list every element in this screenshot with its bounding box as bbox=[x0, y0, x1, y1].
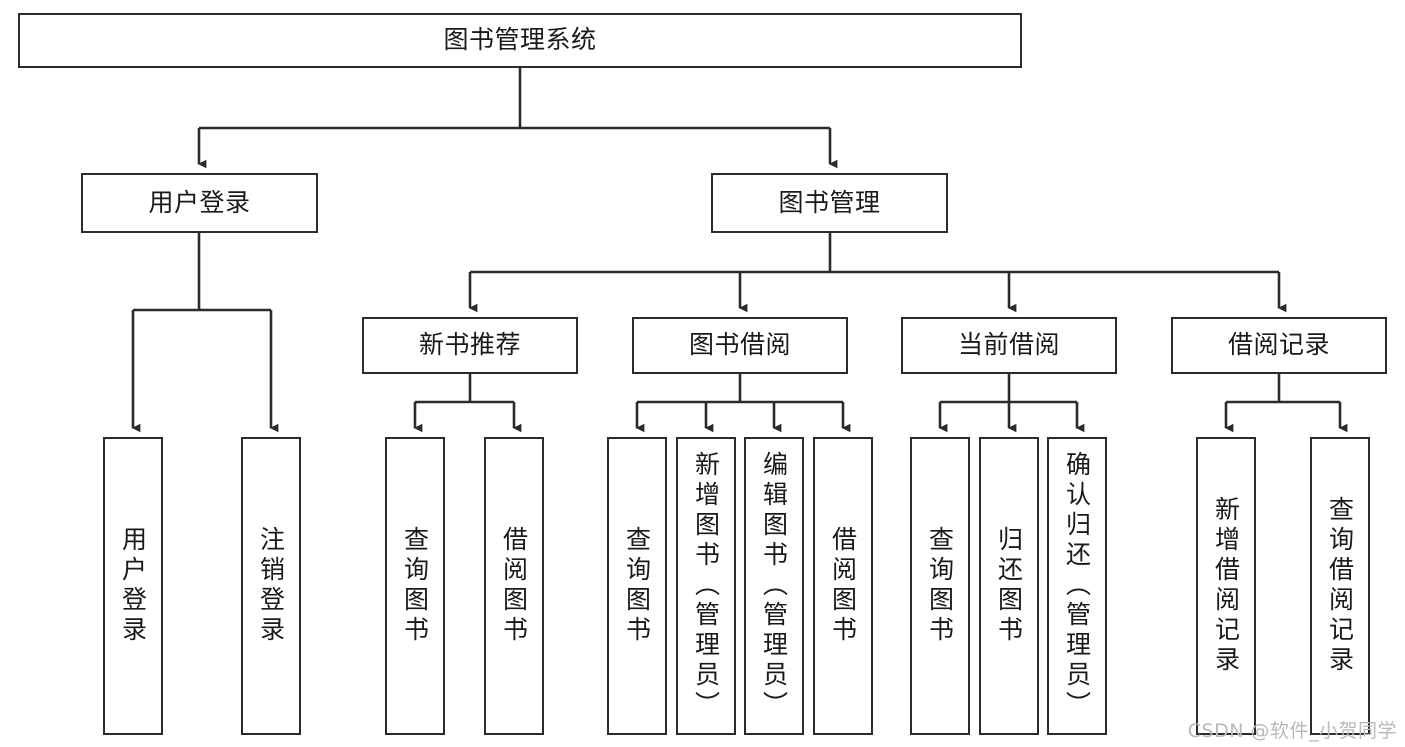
node-label: 新增借阅记录 bbox=[1211, 496, 1241, 676]
node-root-book-management-system[interactable]: 图书管理系统 bbox=[18, 13, 1022, 68]
node-label: 归还图书 bbox=[994, 526, 1024, 646]
node-label: 确认归还（管理员） bbox=[1062, 451, 1092, 721]
node-label: 查询借阅记录 bbox=[1325, 496, 1355, 676]
node-label: 借阅记录 bbox=[1227, 330, 1330, 360]
node-leaf-return-book[interactable]: 归还图书 bbox=[979, 437, 1039, 735]
node-label: 借阅图书 bbox=[828, 526, 858, 646]
node-label: 查询图书 bbox=[622, 526, 652, 646]
node-leaf-user-login[interactable]: 用户登录 bbox=[103, 437, 163, 735]
node-label: 新增图书（管理员） bbox=[691, 451, 721, 721]
node-borrowing-record[interactable]: 借阅记录 bbox=[1171, 317, 1387, 374]
node-label: 当前借阅 bbox=[957, 330, 1060, 360]
node-label: 注销登录 bbox=[256, 526, 286, 646]
node-label: 查询图书 bbox=[925, 526, 955, 646]
node-new-book-recommendation[interactable]: 新书推荐 bbox=[362, 317, 578, 374]
node-label: 图书管理 bbox=[778, 187, 881, 217]
node-label: 用户登录 bbox=[118, 526, 148, 646]
node-leaf-borrow-book-bb[interactable]: 借阅图书 bbox=[813, 437, 873, 735]
node-label: 查询图书 bbox=[400, 526, 430, 646]
node-label: 用户登录 bbox=[148, 187, 251, 217]
node-label: 编辑图书（管理员） bbox=[759, 451, 789, 721]
node-leaf-query-book-bb[interactable]: 查询图书 bbox=[607, 437, 667, 735]
node-label: 新书推荐 bbox=[418, 330, 521, 360]
node-label: 图书管理系统 bbox=[443, 25, 597, 55]
node-leaf-add-borrow-record[interactable]: 新增借阅记录 bbox=[1196, 437, 1256, 735]
node-leaf-query-book-nb[interactable]: 查询图书 bbox=[385, 437, 445, 735]
node-leaf-confirm-return-admin[interactable]: 确认归还（管理员） bbox=[1047, 437, 1107, 735]
node-leaf-logout[interactable]: 注销登录 bbox=[241, 437, 301, 735]
node-label: 图书借阅 bbox=[688, 330, 791, 360]
node-book-management[interactable]: 图书管理 bbox=[711, 173, 948, 233]
node-leaf-borrow-book-nb[interactable]: 借阅图书 bbox=[484, 437, 544, 735]
node-leaf-add-book-admin[interactable]: 新增图书（管理员） bbox=[676, 437, 736, 735]
node-label: 借阅图书 bbox=[499, 526, 529, 646]
node-leaf-query-book-cb[interactable]: 查询图书 bbox=[910, 437, 970, 735]
node-book-borrowing[interactable]: 图书借阅 bbox=[632, 317, 848, 374]
node-leaf-edit-book-admin[interactable]: 编辑图书（管理员） bbox=[744, 437, 804, 735]
node-user-login[interactable]: 用户登录 bbox=[81, 173, 318, 233]
node-leaf-query-borrow-record[interactable]: 查询借阅记录 bbox=[1310, 437, 1370, 735]
node-current-borrowing[interactable]: 当前借阅 bbox=[901, 317, 1117, 374]
